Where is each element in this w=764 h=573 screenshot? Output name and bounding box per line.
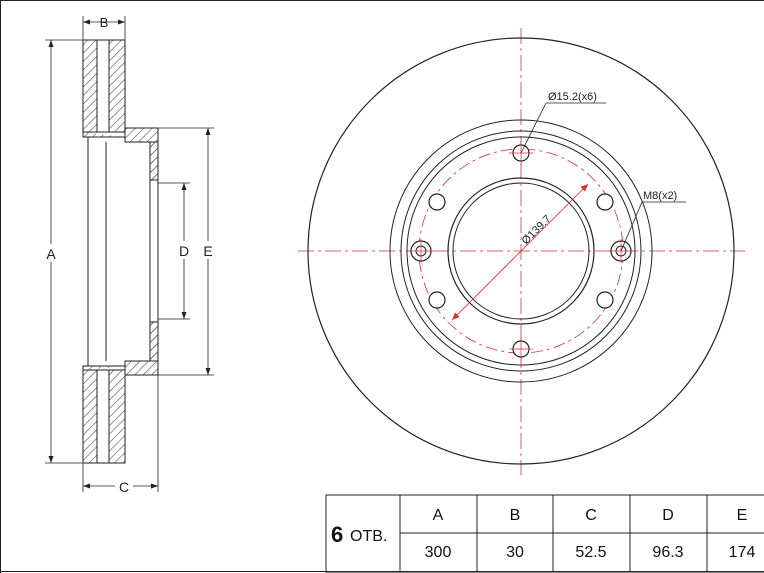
upper-vent-gap [96, 39, 110, 133]
hub-face-upper [149, 141, 159, 181]
side-view: B A D E C [43, 15, 216, 495]
dim-e-label: E [203, 243, 212, 259]
front-view: Ø139.7 Ø15.2(x6) M8(x2) [298, 28, 745, 475]
table-header-e: E [737, 507, 748, 524]
table-header-b: B [510, 507, 521, 524]
disc-outer-edge [307, 37, 735, 465]
dim-e-label-bg [200, 241, 216, 259]
lower-vent-gap [96, 369, 110, 464]
dim-d-label-bg [176, 241, 192, 259]
hole-callout-leader [520, 102, 547, 154]
table-header-a: A [433, 507, 444, 524]
dim-a-arrow-top [48, 40, 54, 47]
dim-e-arrow-top [205, 128, 211, 135]
hat-lower-section [82, 321, 159, 376]
dim-d-arrow-bottom [181, 312, 187, 319]
center-bore-outer [447, 177, 595, 325]
spec-table: 6 ОТВ. A B C D E 300 30 52.5 96.3 174 [325, 494, 764, 573]
dim-a-label: A [46, 246, 56, 262]
dim-b-arrow-left [83, 19, 90, 25]
table-header-c: C [585, 507, 597, 524]
stud-hole-bottom-left [428, 291, 446, 309]
hole-callout: Ø15.2(x6) [548, 91, 597, 103]
pcd-arrow-2 [580, 184, 588, 192]
table-header-d: D [662, 507, 674, 524]
table-border [325, 494, 764, 573]
dim-c-arrow-left [83, 483, 90, 489]
dim-e-arrow-bottom [205, 368, 211, 375]
center-bore-inner [452, 182, 590, 320]
dim-b-label: B [100, 15, 109, 30]
hub-face-edge [406, 136, 636, 366]
friction-inner-edge [389, 119, 653, 383]
dim-a-arrow-bottom [48, 456, 54, 463]
stud-hole-top-left [428, 193, 446, 211]
dim-b-arrow-right [118, 19, 125, 25]
holes-unit: ОТВ. [350, 528, 387, 545]
pcd-leader-line [451, 183, 589, 321]
table-value-e: 174 [729, 544, 756, 561]
dim-d-arrow-top [181, 183, 187, 190]
hat-outer-edge [400, 130, 642, 372]
table-value-a: 300 [425, 544, 452, 561]
hat-upper-section [82, 127, 159, 181]
stud-hole-top-right [596, 193, 614, 211]
holes-count: 6 [331, 522, 343, 547]
hub-face-lower [149, 321, 159, 362]
dim-a-label-bg [43, 244, 59, 262]
dim-d-label: D [179, 243, 189, 259]
dim-c-arrow-right [151, 483, 158, 489]
pcd-callout: Ø139.7 [520, 213, 554, 247]
thread-callout: M8(x2) [643, 190, 677, 202]
table-value-d: 96.3 [652, 544, 683, 561]
table-value-b: 30 [506, 544, 524, 561]
table-value-c: 52.5 [575, 544, 606, 561]
pcd-arrow-1 [452, 312, 460, 320]
thread-callout-leader [620, 201, 643, 252]
dim-c-label-bg [115, 477, 133, 495]
stud-hole-bottom-right [596, 291, 614, 309]
dim-c-label: C [119, 479, 129, 495]
